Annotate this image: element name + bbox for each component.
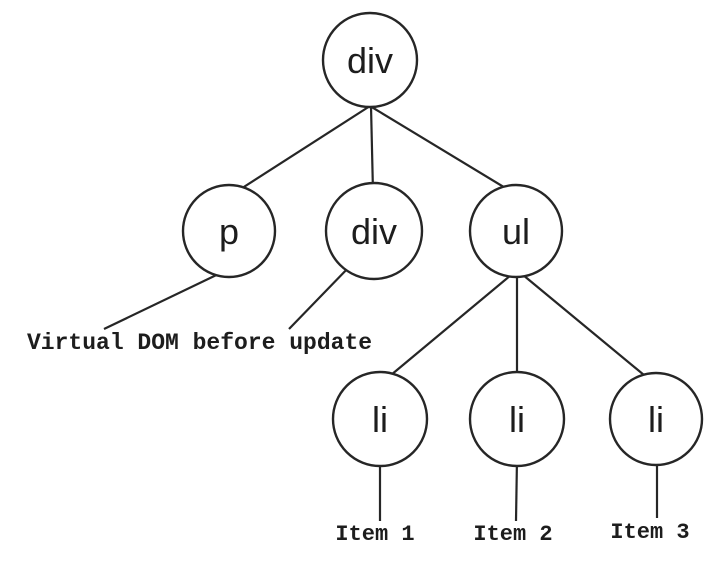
edge-root-to-p	[235, 105, 371, 193]
node-li3-label: li	[648, 399, 664, 440]
node-li3-circle	[608, 371, 704, 467]
node-root-label: div	[347, 40, 393, 81]
edge-ul-to-li1	[384, 269, 518, 381]
node-root-circle	[321, 11, 419, 109]
edge-ul-to-li3	[516, 269, 651, 381]
node-li1-label: li	[372, 399, 388, 440]
node-li3: li	[608, 371, 704, 467]
node-li2: li	[468, 370, 566, 468]
edge-p-to-annotation	[103, 267, 232, 330]
edge-root-to-div	[369, 105, 375, 193]
node-root: div	[321, 11, 419, 109]
node-p: p	[181, 183, 277, 279]
item3-label: Item 3	[610, 520, 689, 545]
node-li2-circle	[468, 370, 566, 468]
node-ul-label: ul	[502, 211, 530, 252]
node-p-circle	[181, 183, 277, 279]
item1-label: Item 1	[335, 522, 414, 547]
node-div-circle	[324, 181, 424, 281]
node-div-label: div	[351, 211, 397, 252]
node-ul-circle	[468, 183, 564, 279]
edge-li2-to-item2	[514, 457, 519, 522]
annotation-text: Virtual DOM before update	[27, 330, 372, 356]
node-ul: ul	[468, 183, 564, 279]
node-p-label: p	[219, 211, 239, 252]
item2-label: Item 2	[473, 522, 552, 547]
node-div: div	[324, 181, 424, 281]
node-li1: li	[331, 370, 429, 468]
edge-root-to-ul	[369, 105, 513, 193]
edge-div-to-annotation	[288, 263, 353, 330]
node-li1-circle	[331, 370, 429, 468]
node-li2-label: li	[509, 399, 525, 440]
